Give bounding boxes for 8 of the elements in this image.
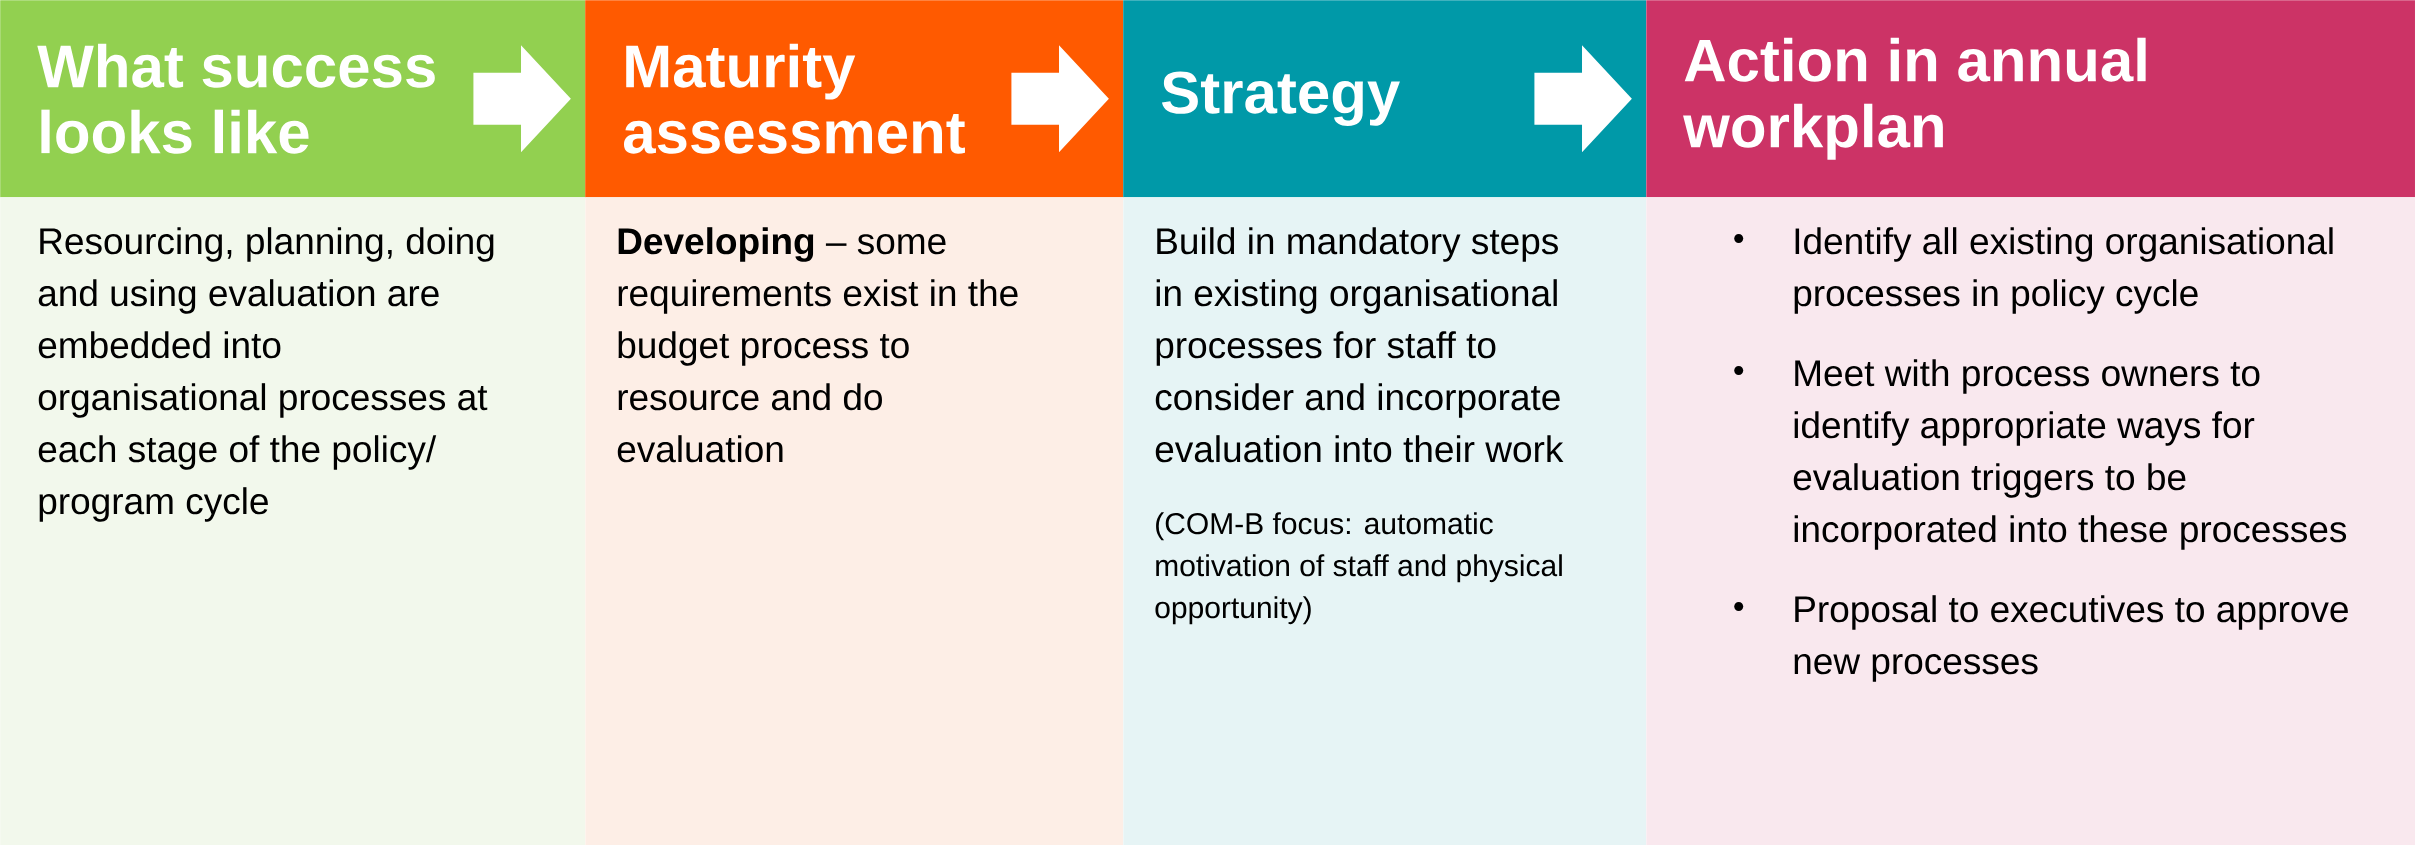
header-band: What success looks like <box>0 0 586 198</box>
header-band: Maturity assessment <box>585 0 1124 198</box>
text-panel: Identify all existing organisational processes in policy cycle Meet with process owners to identify appropriate ways for evaluation triggers to be incorporated into these processes Proposal to executives to approve new processes <box>1646 197 2415 845</box>
header-band: Action in annual workplan <box>1646 0 2415 198</box>
text-panel: Build in mandatory steps in existing organisational processes for staff to consider and incorporate evaluation into their work (COM-B focus: automatic motivation of staff and physical opportunity) <box>1123 197 1647 845</box>
text-panel: Resourcing, planning, doing and using evaluation are embedded into organisational processes at each stage of the policy/ program cycle <box>0 197 586 845</box>
text-panel: Developing – some requirements exist in the budget process to resource and do evaluation <box>585 197 1124 845</box>
header-band: Strategy <box>1123 0 1647 198</box>
